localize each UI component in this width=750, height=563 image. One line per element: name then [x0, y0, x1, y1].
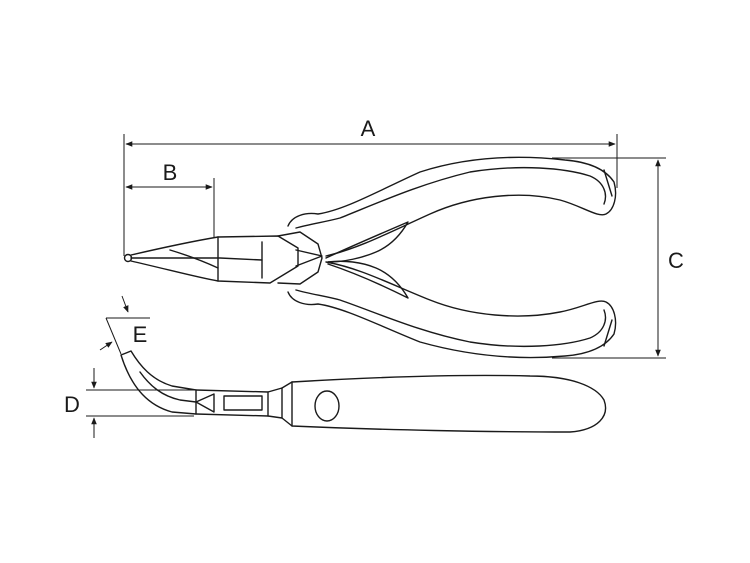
dimension-label-a: A [361, 116, 376, 141]
dimension-e: E [99, 295, 150, 355]
handle-oval-hole [314, 390, 340, 422]
lower-spring [327, 260, 409, 299]
bent-jaw [120, 350, 197, 415]
joint-box [277, 231, 323, 285]
dimension-a: A [123, 116, 618, 256]
dimension-label-b: B [163, 160, 178, 185]
dimension-c: C [552, 157, 684, 359]
lower-handle-grip [295, 289, 607, 348]
bent-jaw-line [139, 371, 197, 403]
joint-collar [267, 387, 283, 419]
upper-handle-end-line [603, 169, 613, 197]
lower-handle [287, 261, 617, 359]
dimension-d: D [64, 368, 194, 438]
pliers-side-view [120, 350, 607, 433]
upper-handle-grip [295, 166, 607, 229]
jaw-outline [130, 235, 299, 284]
dimension-b: B [125, 160, 215, 238]
dimension-label-c: C [668, 248, 684, 273]
pliers-top-view [123, 156, 617, 359]
upper-spring [325, 221, 409, 263]
dimension-label-d: D [64, 392, 80, 417]
joint-rivet-slot [223, 395, 263, 411]
jaw-body [195, 389, 269, 417]
jaw-bevel-line [169, 249, 219, 269]
dimension-label-e: E [133, 322, 148, 347]
jaw-notch [195, 393, 215, 413]
upper-handle [287, 156, 617, 257]
lower-handle-end-line [603, 319, 613, 347]
side-handle [281, 374, 607, 433]
joint-pivot [295, 249, 323, 267]
jaw-parting-line [130, 257, 263, 261]
